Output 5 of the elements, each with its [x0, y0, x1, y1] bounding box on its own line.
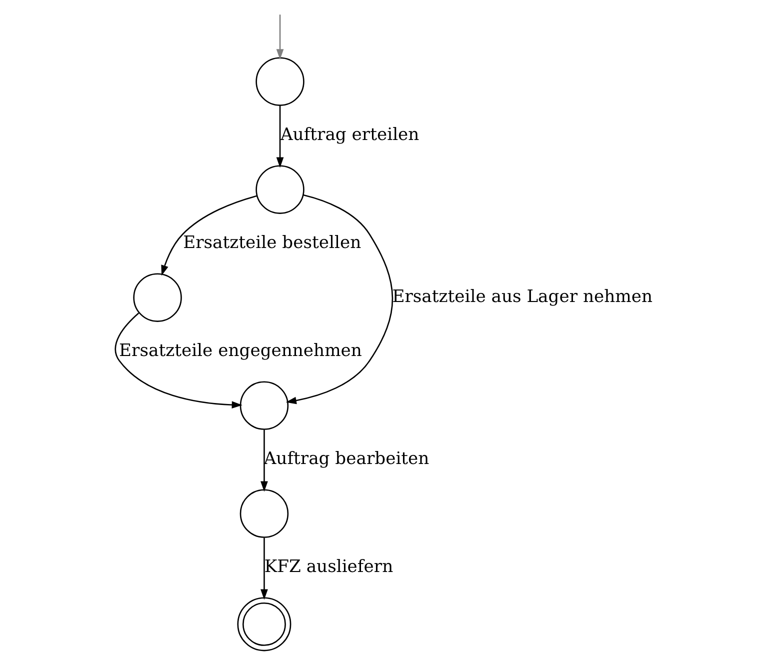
edge-label: Ersatzteile bestellen: [183, 233, 362, 254]
edge-label: KFZ ausliefern: [264, 557, 394, 578]
edge-label: Ersatzteile aus Lager nehmen: [392, 287, 652, 308]
edge-label: Ersatzteile engegennehmen: [119, 341, 362, 362]
edge-label: Auftrag erteilen: [280, 125, 420, 146]
